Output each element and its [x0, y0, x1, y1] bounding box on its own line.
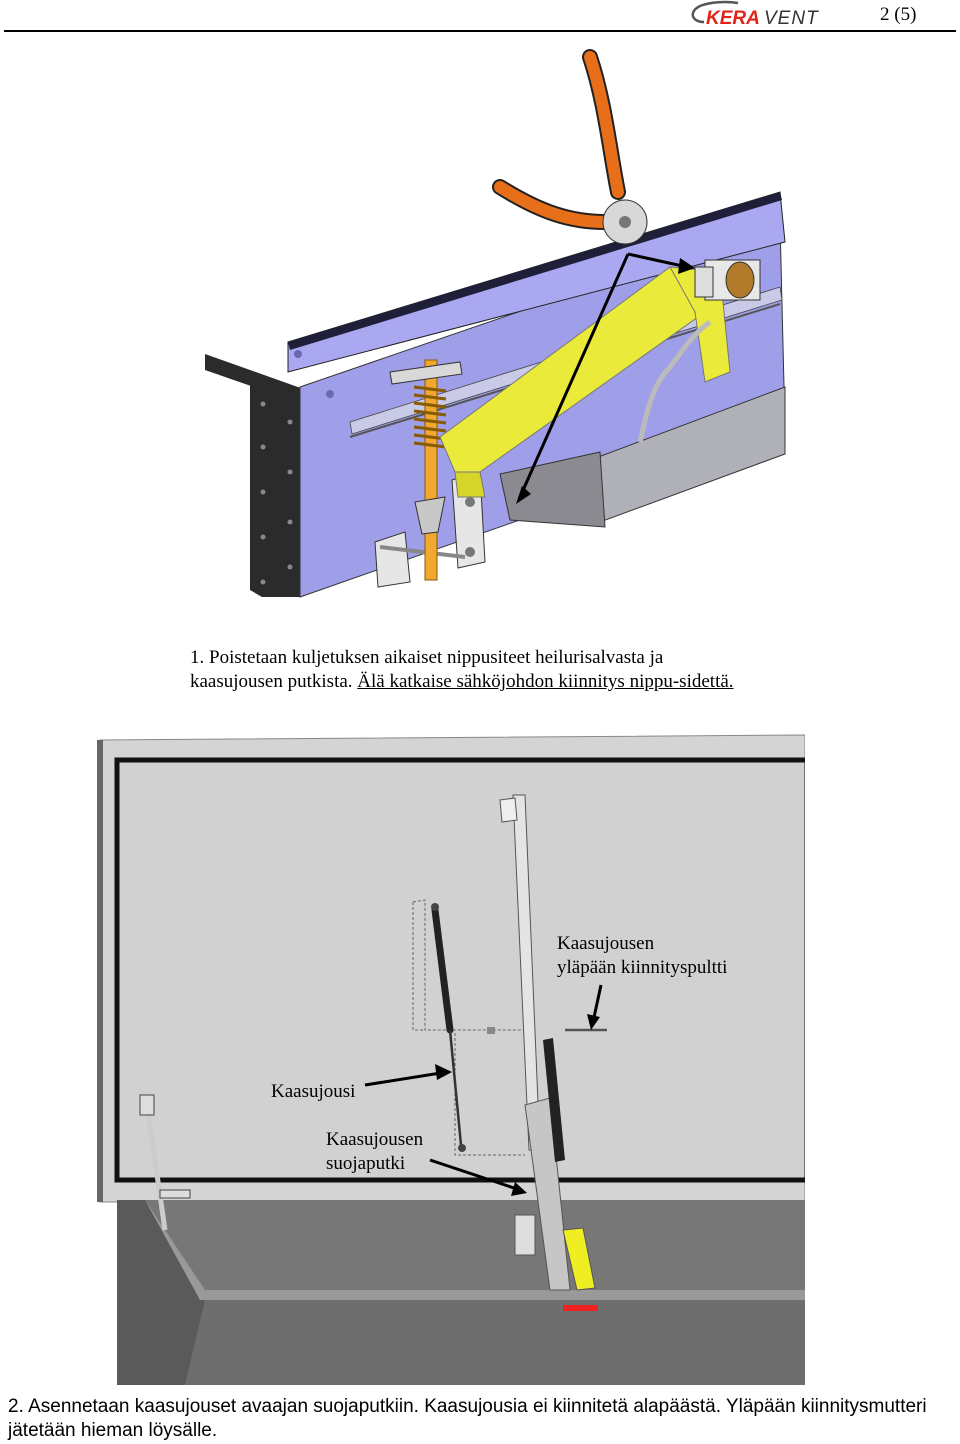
- label-bolt-line2: yläpään kiinnityspultti: [557, 957, 728, 978]
- caption-1-warning: Älä katkaise sähköjohdon kiinnitys nippu…: [357, 671, 734, 692]
- figure-2-illustration: [97, 734, 805, 1385]
- keravent-logo: KERA VENT: [691, 0, 819, 29]
- label-gas-spring: Kaasujousi: [271, 1081, 356, 1102]
- svg-text:KERA: KERA: [706, 8, 760, 29]
- svg-text:VENT: VENT: [764, 8, 819, 29]
- page-number: 2 (5): [880, 4, 917, 25]
- figure-1-illustration: [205, 49, 786, 598]
- label-tube-line1: Kaasujousen: [326, 1129, 424, 1150]
- header-rule: [4, 30, 956, 32]
- label-bolt-line1: Kaasujousen: [557, 933, 655, 954]
- label-bolt: Kaasujousen yläpään kiinnityspultti: [557, 932, 727, 980]
- caption-1-text: 1. Poistetaan kuljetuksen aikaiset nippu…: [190, 647, 664, 692]
- label-tube-line2: suojaputki: [326, 1153, 406, 1174]
- figure-2-caption: 2. Asennetaan kaasujouset avaajan suojap…: [8, 1396, 927, 1441]
- figure-1-caption: 1. Poistetaan kuljetuksen aikaiset nippu…: [190, 646, 750, 694]
- label-protective-tube: Kaasujousen suojaputki: [326, 1128, 423, 1176]
